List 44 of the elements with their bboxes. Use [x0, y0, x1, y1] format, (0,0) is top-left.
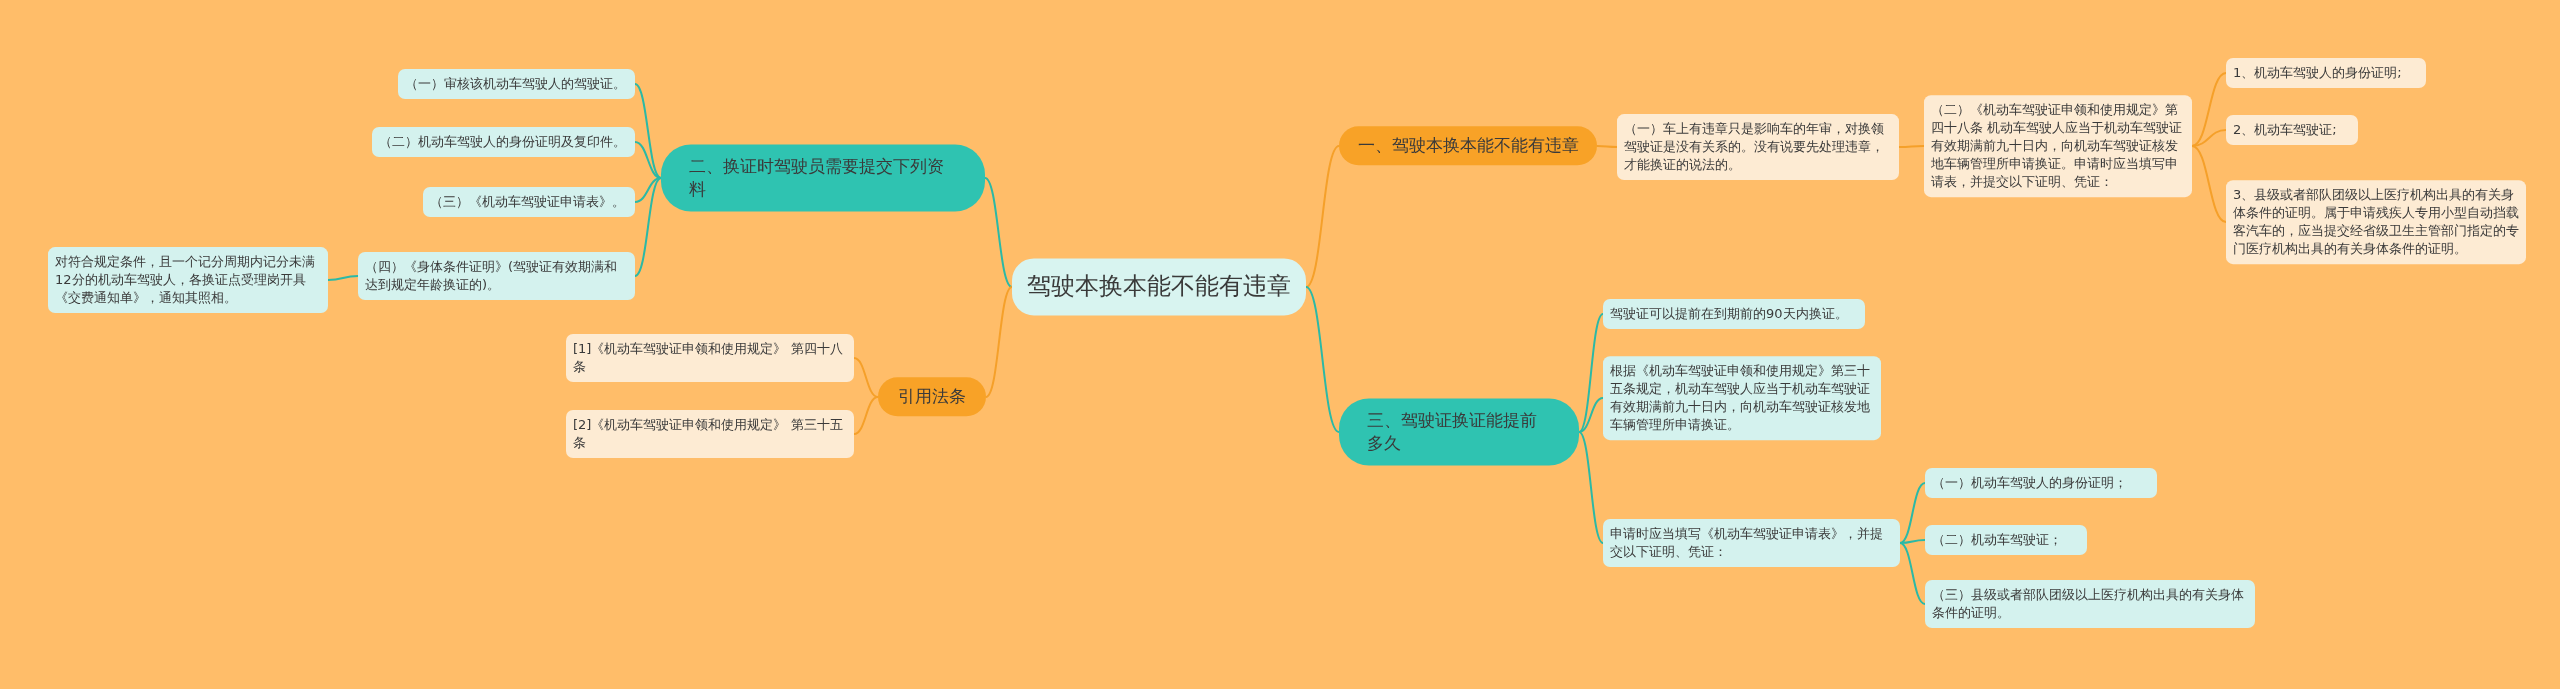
connector-line — [1305, 286, 1340, 433]
text-box: （三）《机动车驾驶证申请表》。 — [423, 187, 635, 217]
branch-topic-box: 引用法条 — [878, 377, 986, 417]
branch-topic-box: 一、驾驶本换本能不能有违章 — [1339, 126, 1597, 166]
text-box: [1]《机动车驾驶证申领和使用规定》 第四十八条 — [566, 334, 854, 382]
connector-line — [853, 357, 879, 398]
text-box: （一）审核该机动车驾驶人的驾驶证。 — [398, 69, 635, 99]
connector-line — [985, 286, 1013, 398]
text-box: [2]《机动车驾驶证申领和使用规定》 第三十五条 — [566, 410, 854, 458]
connector-line — [2191, 72, 2227, 147]
text-box: 驾驶证可以提前在到期前的90天内换证。 — [1603, 299, 1865, 329]
connector-line — [1578, 397, 1604, 433]
text-box: （一）机动车驾驶人的身份证明； — [1925, 468, 2157, 498]
connector-line — [1578, 313, 1604, 433]
connector-line — [327, 275, 359, 281]
connector-line — [1899, 482, 1926, 544]
connector-line — [634, 83, 662, 179]
text-box: （一）车上有违章只是影响车的年审，对换领驾驶证是没有关系的。没有说要先处理违章，才能换证的说法的。 — [1617, 114, 1899, 180]
text-box: （四）《身体条件证明》(驾驶证有效期满和达到规定年龄换证的)。 — [358, 252, 635, 300]
text-box: 对符合规定条件，且一个记分周期内记分未满12分的机动车驾驶人，各换证点受理岗开具《交费通知单》，通知其照相。 — [48, 247, 328, 313]
connector-line — [1899, 542, 1926, 605]
text-box: （三）县级或者部队团级以上医疗机构出具的有关身体条件的证明。 — [1925, 580, 2255, 628]
text-box: （二）机动车驾驶人的身份证明及复印件。 — [372, 127, 635, 157]
text-box: （二）《机动车驾驶证申领和使用规定》第四十八条 机动车驾驶人应当于机动车驾驶证有效期满前九十日内，向机动车驾驶证核发地车辆管理所申请换证。申请时应当填写申请表，并提交以下证明、凭证： — [1924, 95, 2192, 197]
connector-line — [634, 141, 662, 179]
branch-topic-box: 二、换证时驾驶员需要提交下列资料 — [661, 144, 985, 212]
text-box: 1、机动车驾驶人的身份证明; — [2226, 58, 2426, 88]
text-box: （二）机动车驾驶证； — [1925, 525, 2087, 555]
connector-line — [853, 396, 879, 435]
text-box: 2、机动车驾驶证; — [2226, 115, 2358, 145]
central-topic-box: 驾驶本换本能不能有违章 — [1012, 258, 1306, 316]
branch-topic-box: 三、驾驶证换证能提前多久 — [1339, 398, 1579, 466]
connector-line — [2191, 145, 2227, 223]
connector-line — [1305, 145, 1340, 288]
text-box: 根据《机动车驾驶证申领和使用规定》第三十五条规定，机动车驾驶人应当于机动车驾驶证有效期满前九十日内，向机动车驾驶证核发地车辆管理所申请换证。 — [1603, 356, 1881, 440]
connector-line — [634, 177, 662, 277]
text-box: 3、县级或者部队团级以上医疗机构出具的有关身体条件的证明。属于申请残疾人专用小型自动挡载客汽车的，应当提交经省级卫生主管部门指定的专门医疗机构出具的有关身体条件的证明。 — [2226, 180, 2526, 264]
connector-line — [1898, 145, 1925, 148]
connector-line — [984, 177, 1013, 288]
connector-line — [1578, 431, 1604, 544]
connector-line — [1596, 145, 1618, 148]
connector-line — [1899, 539, 1926, 544]
connector-line — [634, 177, 662, 203]
text-box: 申请时应当填写《机动车驾驶证申请表》，并提交以下证明、凭证： — [1603, 519, 1900, 567]
